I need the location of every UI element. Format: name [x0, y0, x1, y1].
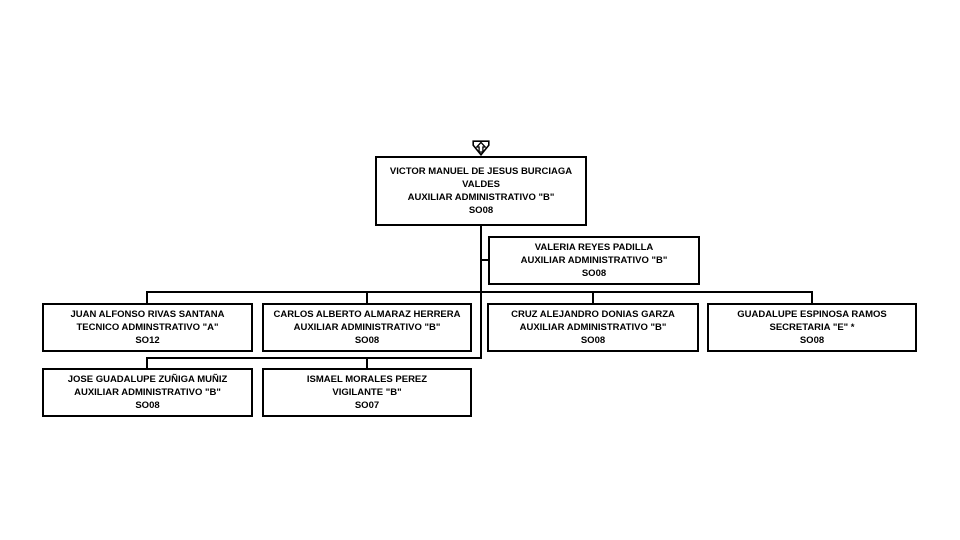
connector-stub-cruz	[592, 291, 594, 303]
connector-stub-juan	[146, 291, 148, 303]
position-title: AUXILIAR ADMINISTRATIVO "B"	[293, 322, 441, 333]
position-title: AUXILIAR ADMINISTRATIVO "B"	[74, 387, 221, 398]
org-node-victor: VICTOR MANUEL DE JESUS BURCIAGA VALDES A…	[375, 156, 587, 226]
position-code: SO12	[135, 335, 160, 346]
person-name: GUADALUPE ESPINOSA RAMOS	[737, 309, 887, 320]
person-name: JUAN ALFONSO RIVAS SANTANA	[70, 309, 225, 320]
org-node-ismael: ISMAEL MORALES PEREZ VIGILANTE "B" SO07	[262, 368, 472, 417]
person-name: CRUZ ALEJANDRO DONIAS GARZA	[511, 309, 675, 320]
position-title: TECNICO ADMINSTRATIVO "A"	[76, 322, 219, 333]
org-node-juan: JUAN ALFONSO RIVAS SANTANA TECNICO ADMIN…	[42, 303, 253, 352]
position-code: SO07	[354, 400, 380, 411]
person-name: JOSE GUADALUPE ZUÑIGA MUÑIZ	[67, 374, 228, 385]
connector-valeria-branch	[480, 259, 490, 261]
position-title: AUXILIAR ADMINISTRATIVO "B"	[520, 255, 668, 266]
connector-stub-carlos	[366, 291, 368, 303]
position-title: AUXILIAR ADMINISTRATIVO "B"	[519, 322, 667, 333]
position-code: SO08	[799, 335, 825, 346]
org-node-valeria: VALERIA REYES PADILLA AUXILIAR ADMINISTR…	[488, 236, 700, 285]
connector-stub-guadalupe	[811, 291, 813, 303]
position-code: SO08	[354, 335, 380, 346]
position-title: SECRETARIA "E" *	[769, 322, 855, 333]
org-node-guadalupe: GUADALUPE ESPINOSA RAMOS SECRETARIA "E" …	[707, 303, 917, 352]
position-code: SO08	[468, 205, 494, 216]
org-node-carlos: CARLOS ALBERTO ALMARAZ HERRERA AUXILIAR …	[262, 303, 472, 352]
person-name: VALERIA REYES PADILLA	[534, 242, 654, 253]
connector-stub-jose	[146, 357, 148, 368]
position-title: VIGILANTE "B"	[332, 387, 402, 398]
connector-tier2-rail	[146, 291, 813, 293]
person-name: ISMAEL MORALES PEREZ	[306, 374, 428, 385]
position-code: SO08	[581, 268, 607, 279]
org-node-cruz: CRUZ ALEJANDRO DONIAS GARZA AUXILIAR ADM…	[487, 303, 699, 352]
position-title: AUXILIAR ADMINISTRATIVO "B"	[407, 192, 555, 203]
person-name: VICTOR MANUEL DE JESUS BURCIAGA VALDES	[389, 166, 573, 190]
parent-link-up-arrow-icon	[472, 140, 490, 156]
connector-stub-ismael	[366, 357, 368, 368]
position-code: SO08	[135, 400, 160, 411]
connector-tier3-rail	[146, 357, 482, 359]
org-node-jose: JOSE GUADALUPE ZUÑIGA MUÑIZ AUXILIAR ADM…	[42, 368, 253, 417]
person-name: CARLOS ALBERTO ALMARAZ HERRERA	[273, 309, 461, 320]
position-code: SO08	[580, 335, 606, 346]
